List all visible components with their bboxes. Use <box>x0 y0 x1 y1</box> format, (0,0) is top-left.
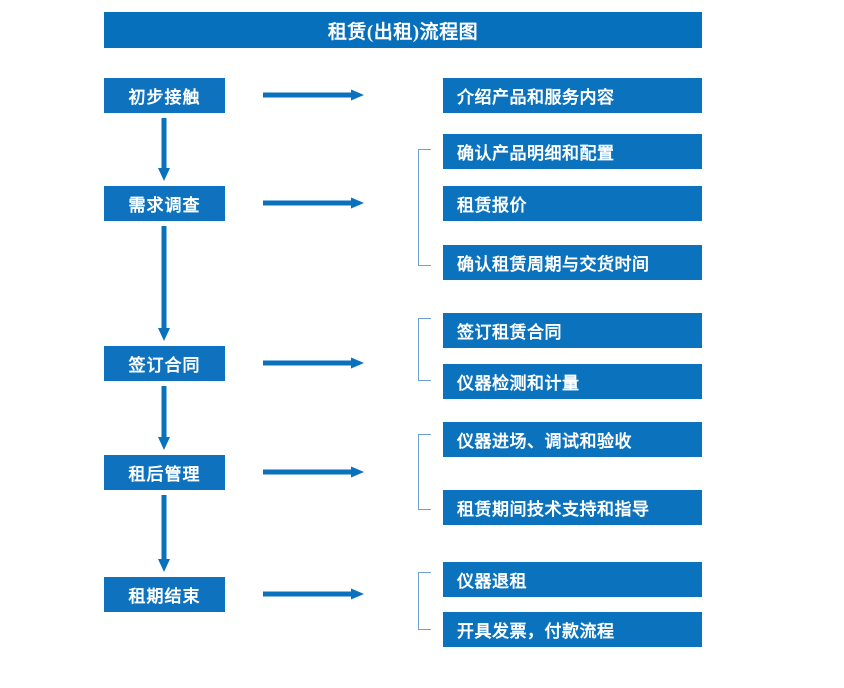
detail-box-1[interactable]: 介绍产品和服务内容 <box>443 78 702 113</box>
group-bracket-2 <box>418 149 431 266</box>
right-arrow-stage-3 <box>263 356 365 370</box>
group-bracket-4 <box>418 434 431 510</box>
detail-box-6[interactable]: 仪器检测和计量 <box>443 364 702 399</box>
detail-box-4[interactable]: 确认租赁周期与交货时间 <box>443 245 702 280</box>
stage-box-5[interactable]: 租期结束 <box>104 577 225 612</box>
group-bracket-3 <box>418 318 431 381</box>
stage-box-2[interactable]: 需求调查 <box>104 186 225 221</box>
down-arrow-2-to-3 <box>156 226 172 342</box>
detail-box-7[interactable]: 仪器进场、调试和验收 <box>443 422 702 457</box>
stage-box-3[interactable]: 签订合同 <box>104 346 225 381</box>
right-arrow-stage-5 <box>263 587 365 601</box>
page-title: 租赁(出租)流程图 <box>104 12 702 48</box>
stage-box-1[interactable]: 初步接触 <box>104 78 225 113</box>
down-arrow-1-to-2 <box>156 118 172 182</box>
detail-box-5[interactable]: 签订租赁合同 <box>443 313 702 348</box>
right-arrow-stage-2 <box>263 196 365 210</box>
group-bracket-5 <box>418 572 431 630</box>
detail-box-2[interactable]: 确认产品明细和配置 <box>443 134 702 169</box>
detail-box-3[interactable]: 租赁报价 <box>443 186 702 221</box>
right-arrow-stage-1 <box>263 88 365 102</box>
stage-box-4[interactable]: 租后管理 <box>104 455 225 490</box>
down-arrow-4-to-5 <box>156 495 172 573</box>
detail-box-10[interactable]: 开具发票，付款流程 <box>443 612 702 647</box>
detail-box-9[interactable]: 仪器退租 <box>443 562 702 597</box>
detail-box-8[interactable]: 租赁期间技术支持和指导 <box>443 490 702 525</box>
right-arrow-stage-4 <box>263 465 365 479</box>
down-arrow-3-to-4 <box>156 386 172 451</box>
